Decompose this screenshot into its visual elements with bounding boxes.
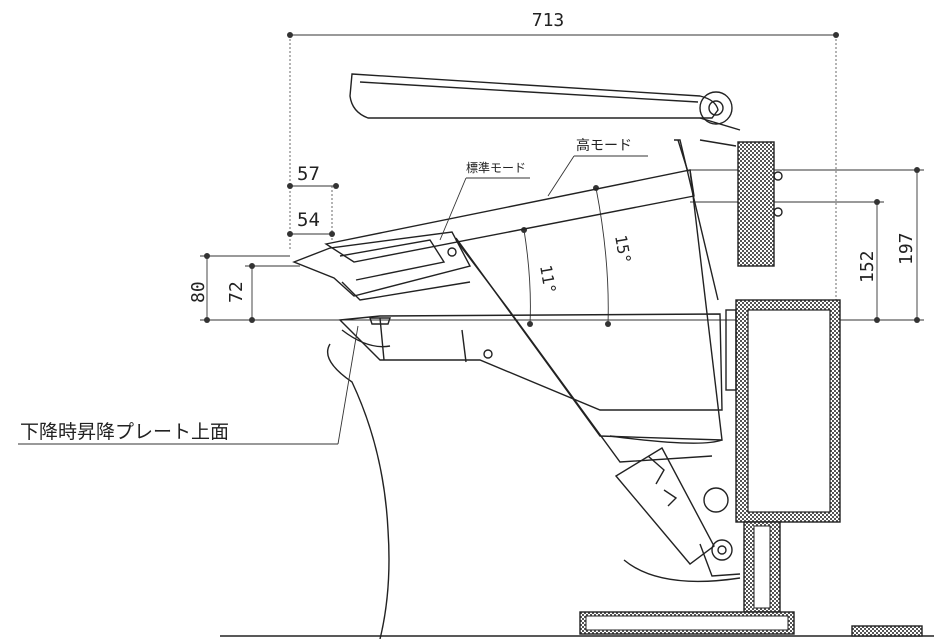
dimension-right-heights: 152 197 xyxy=(690,167,924,323)
high-mode-label: 高モード xyxy=(576,137,632,154)
dimension-overall-width: 713 xyxy=(287,10,839,300)
standard-mode-label: 標準モード xyxy=(466,160,526,175)
lower-body xyxy=(326,313,723,639)
upper-lever-arm xyxy=(349,73,741,131)
column-assembly xyxy=(699,139,841,613)
dimension-72-label: 72 xyxy=(226,281,247,303)
angle-15-label: 15° xyxy=(611,233,635,265)
callout-standard-mode: 標準モード xyxy=(439,160,530,241)
angle-dimensions: 11° 15° xyxy=(521,185,635,325)
dimension-offsets: 57 54 xyxy=(287,163,339,240)
seat-high-mode xyxy=(324,139,723,444)
seat-standard-mode xyxy=(292,231,713,463)
angle-11-label: 11° xyxy=(536,263,560,295)
dimension-197-label: 197 xyxy=(896,232,917,265)
dimension-left-heights: 80 72 xyxy=(188,253,300,323)
base-plate xyxy=(220,611,934,637)
plate-top-label: 下降時昇降プレート上面 xyxy=(20,421,229,443)
actuator xyxy=(614,447,741,583)
dimension-713-label: 713 xyxy=(532,10,565,31)
callout-plate-top: 下降時昇降プレート上面 xyxy=(18,325,359,445)
callout-high-mode: 高モード xyxy=(547,137,648,197)
dimension-152-label: 152 xyxy=(857,250,878,283)
dimension-57-label: 57 xyxy=(297,163,320,185)
dimension-54-label: 54 xyxy=(297,209,320,231)
dimension-80-label: 80 xyxy=(188,281,209,303)
